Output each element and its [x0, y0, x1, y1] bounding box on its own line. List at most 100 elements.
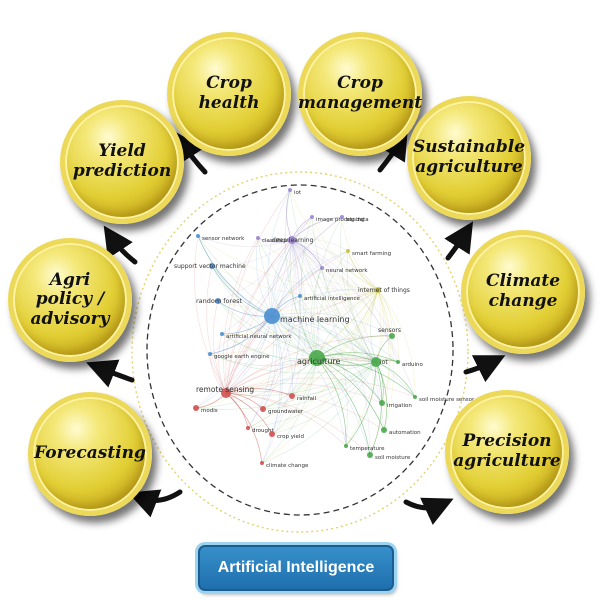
network-edge: [225, 390, 385, 431]
node-dot: [371, 357, 381, 367]
node-dot: [260, 406, 266, 412]
artificial-intelligence-button[interactable]: Artificial Intelligence: [198, 545, 394, 591]
network-edge: [194, 235, 227, 394]
network-edge: [316, 357, 416, 398]
network-edge: [197, 235, 273, 317]
network-edge: [217, 289, 379, 311]
network-edge: [375, 289, 384, 363]
network-edge: [299, 295, 377, 363]
network-edge: [271, 315, 293, 397]
network-edge: [291, 289, 379, 397]
inner-dashed-ring: [146, 184, 454, 516]
network-node-crop-yield: crop yield: [269, 431, 304, 440]
network-edge: [271, 216, 343, 317]
node-label: automation: [389, 430, 421, 436]
node-dot: [389, 333, 395, 339]
node-dot: [310, 215, 314, 219]
network-edge: [271, 315, 383, 404]
network-edge: [225, 315, 273, 394]
node-label: smart farming: [352, 251, 391, 257]
network-edge: [195, 392, 227, 409]
network-edge: [195, 315, 273, 409]
network-edge: [225, 239, 293, 394]
node-label: iot: [380, 359, 388, 366]
network-edge: [341, 216, 379, 291]
node-label: big data: [346, 217, 369, 223]
network-edge: [225, 392, 263, 464]
network-node-deep-learning: deep learning: [272, 236, 314, 244]
node-label: internet of things: [358, 287, 410, 294]
node-dot: [375, 287, 381, 293]
network-node-machine-learning: machine learning: [264, 308, 350, 324]
network-edge: [289, 239, 318, 359]
network-edges: [194, 189, 416, 464]
network-node-iot: iot: [371, 357, 388, 367]
network-edge: [377, 289, 416, 398]
network-edge: [375, 361, 388, 431]
connector-arrow: [403, 497, 454, 525]
network-node-support-vector-machine: support vector machine: [174, 263, 246, 270]
network-edge: [209, 353, 318, 367]
connector-arrow: [86, 359, 135, 388]
outer-dotted-ring: [131, 171, 469, 533]
node-label: deep learning: [272, 237, 314, 244]
network-edge: [291, 239, 379, 291]
network-edge: [225, 357, 318, 394]
network-edge: [225, 189, 291, 394]
network-edge: [217, 300, 318, 359]
node-dot: [260, 461, 264, 465]
node-dot: [215, 298, 221, 304]
network-edge: [221, 333, 318, 360]
network-edge: [291, 239, 320, 359]
node-dot: [269, 431, 275, 437]
network-node-smart-farming: smart farming: [346, 249, 391, 257]
network-edge: [271, 312, 393, 337]
network-node-soil-moisture: soil moisture: [367, 452, 411, 461]
node-label: crop yield: [277, 434, 304, 440]
network-edge: [316, 289, 379, 359]
node-label: support vector machine: [174, 263, 246, 270]
network-edge: [271, 288, 379, 317]
network-edge: [195, 361, 377, 410]
network-node-drought: drought: [246, 426, 274, 434]
node-dot: [379, 400, 385, 406]
network-node-arduino: arduino: [396, 360, 424, 368]
network-node-remote-sensing: remote sensing: [196, 385, 254, 398]
network-edge: [346, 250, 377, 363]
network-edge: [225, 361, 377, 396]
connector-arrow: [463, 355, 506, 383]
network-edge: [289, 189, 379, 291]
connector-arrow: [444, 221, 474, 261]
network-edge: [369, 289, 390, 456]
network-node-automation: automation: [381, 427, 421, 436]
node-label: drought: [252, 428, 274, 434]
network-edge: [369, 361, 382, 456]
network-node-soil-moisture-sensor: soil moisture sensor: [413, 395, 475, 403]
node-dot: [208, 352, 212, 356]
network-node-temperature: temperature: [344, 444, 385, 452]
network-edge: [225, 267, 323, 394]
network-edge: [225, 359, 377, 394]
network-edge: [316, 335, 393, 359]
node-dot: [196, 234, 200, 238]
network-edge: [313, 216, 343, 359]
network-edge: [271, 315, 371, 456]
network-edge: [195, 239, 293, 409]
node-dot: [381, 427, 387, 433]
node-label: machine learning: [280, 315, 350, 324]
network-edge: [221, 289, 379, 335]
network-edge: [291, 239, 377, 363]
network-edge: [225, 295, 301, 394]
network-edge: [316, 357, 371, 456]
node-dot: [220, 332, 224, 336]
bubble-label: Climate change: [485, 271, 561, 311]
network-edge: [209, 353, 377, 374]
node-dot: [221, 388, 231, 398]
network-edge: [211, 239, 293, 267]
bubble-label: Crop health: [198, 73, 260, 113]
network-edge: [225, 392, 273, 435]
network-edge: [271, 239, 293, 317]
node-dot: [264, 308, 280, 324]
